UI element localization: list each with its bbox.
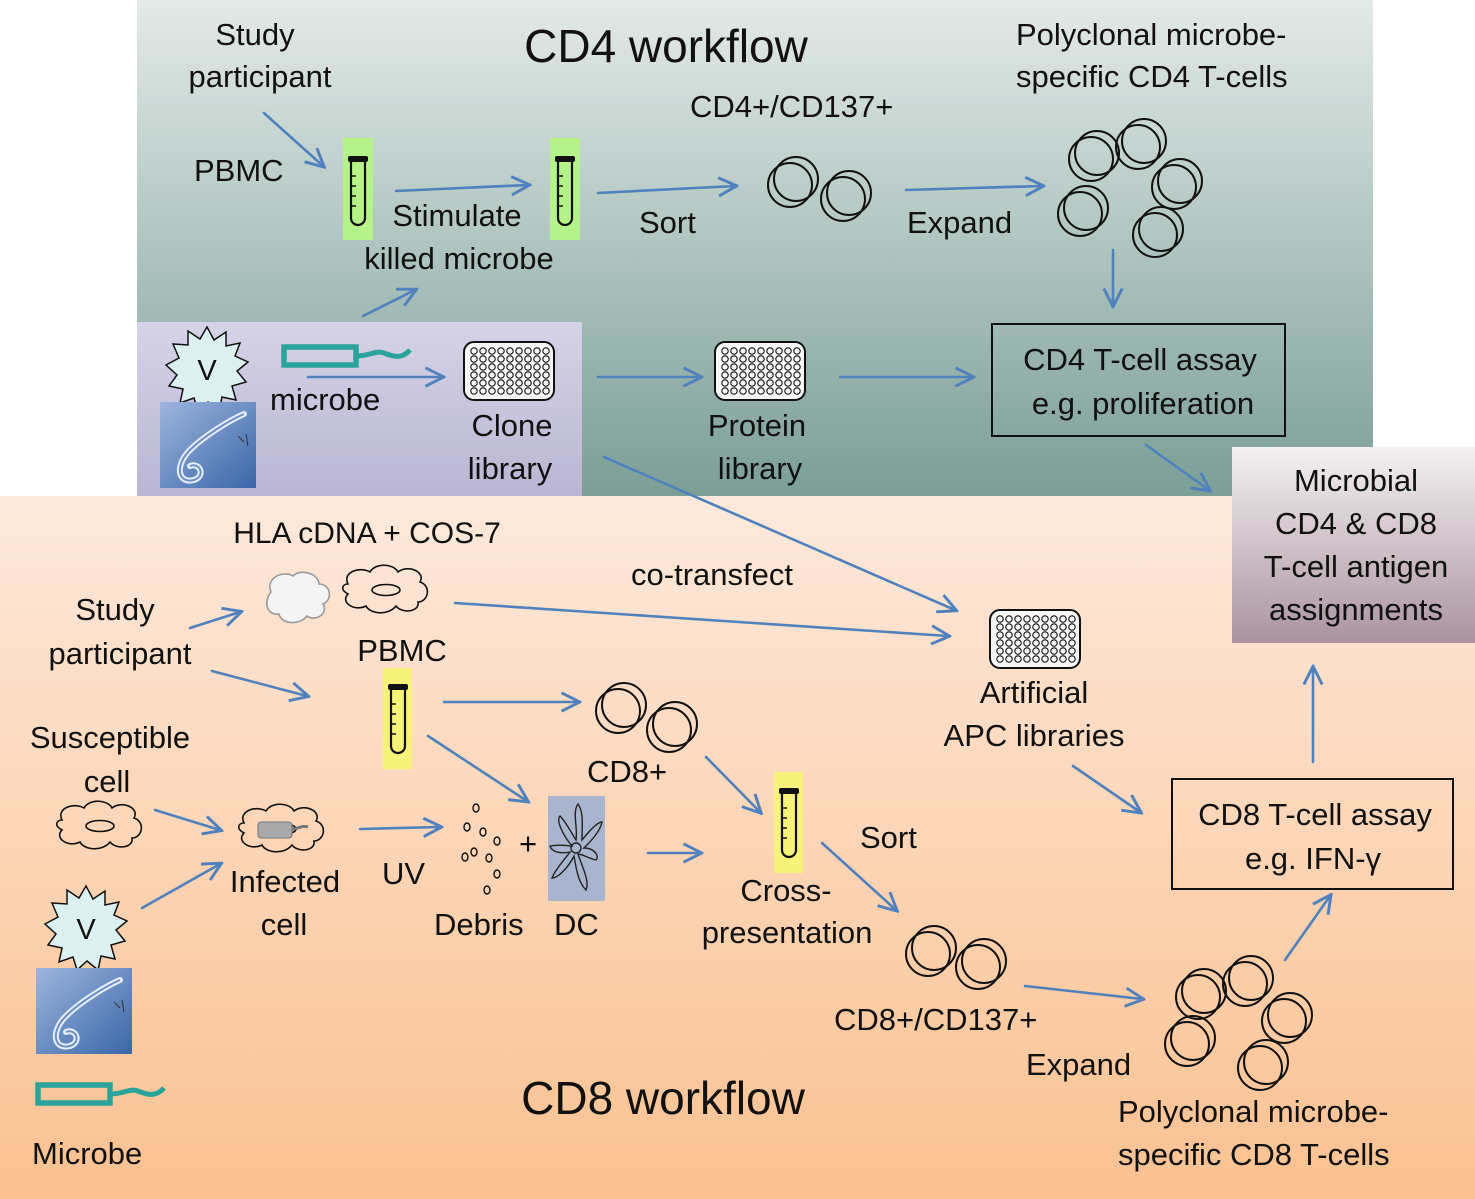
hla-cdna-icon [266, 571, 331, 624]
apc-library-plate-icon [989, 609, 1081, 669]
stimulate-label-line2: killed microbe [364, 241, 554, 276]
arrow-microbe-to-infected [140, 864, 220, 910]
clone-library-label-line1: Clone [471, 408, 553, 443]
infected-cell-label-line2: cell [260, 907, 308, 942]
arrow-participant-to-pbmc [262, 111, 323, 166]
cd8-workflow-panel [0, 496, 1475, 1199]
cd4-tube-glow-1 [343, 138, 373, 240]
worm-icon [160, 402, 256, 488]
dendritic-cell-icon [549, 802, 603, 892]
cd8-expand-label: Expand [1026, 1047, 1132, 1082]
result-label-line3: T-cell antigen [1263, 549, 1449, 584]
result-panel [1232, 447, 1475, 643]
cd4-expand-label: Expand [907, 205, 1013, 240]
result-label-line4: assignments [1268, 592, 1444, 627]
infected-cell-label-line1: Infected [229, 864, 341, 899]
clone-library-plate-icon [463, 341, 555, 401]
arrow-cd4-assay-to-result [1144, 443, 1209, 490]
debris-label: Debris [434, 907, 524, 942]
arrow-sort-cd4 [596, 186, 735, 193]
cd4-assay-label-line1: CD4 T-cell assay [1023, 342, 1257, 377]
cd8-plus-label: CD8+ [587, 754, 668, 789]
hla-cos7-label: HLA cDNA + COS-7 [233, 517, 501, 550]
arrow-library-to-stimulate [361, 290, 415, 318]
dc-panel [548, 796, 605, 901]
arrow-uv [358, 827, 440, 829]
debris-icon [461, 803, 501, 895]
worm-icon [36, 968, 132, 1054]
infected-microbe-icon [257, 821, 293, 839]
arrow-stimulate [394, 185, 528, 191]
cd4-study-label-line1: Study [215, 17, 295, 52]
cd8-marker-label: CD8+/CD137+ [834, 1002, 1038, 1037]
susceptible-cell-label-line1: Susceptible [29, 720, 191, 755]
cd4-tube-glow-2 [550, 138, 580, 240]
cd4-sort-label: Sort [639, 205, 696, 240]
arrow-participant-to-pbmc-cd8 [210, 669, 307, 696]
cd4-assay-box [991, 323, 1286, 437]
result-label-line1: Microbial [1293, 463, 1419, 498]
apc-libraries-label-line1: Artificial [979, 675, 1089, 710]
uv-label: UV [382, 856, 426, 891]
cotransfect-label: co-transfect [631, 557, 793, 592]
cd4-workflow-title: CD4 workflow [524, 20, 808, 72]
stimulate-label-line1: Stimulate [392, 198, 522, 233]
cd8-workflow-title: CD8 workflow [521, 1072, 805, 1124]
cd8-pbmc-label: PBMC [357, 633, 447, 668]
arrow-to-cd8-assay [1283, 896, 1330, 962]
protein-library-label-line2: library [717, 451, 803, 486]
susceptible-cell-label-line2: cell [83, 764, 131, 799]
arrow-sort-cd8 [820, 841, 896, 910]
cd8-microbe-label: Microbe [32, 1136, 143, 1171]
cd8-sort-label: Sort [860, 820, 917, 855]
flow-arrows [140, 111, 1330, 999]
arrow-pbmc-to-dc [426, 734, 527, 801]
cd8-polyclonal-label-line2: specific CD8 T-cells [1118, 1137, 1390, 1172]
cross-presentation-label-line1: Cross- [740, 873, 832, 908]
protein-library-plate-icon [714, 341, 806, 401]
cd4-pbmc-label: PBMC [194, 153, 284, 188]
protein-library-label-line1: Protein [707, 408, 807, 443]
arrow-clone-to-apc [602, 455, 955, 610]
cd8-study-label-line2: participant [48, 636, 192, 671]
result-label-line2: CD4 & CD8 [1275, 506, 1437, 541]
arrow-susceptible-to-infected [153, 808, 220, 830]
arrow-expand-cd4 [904, 186, 1042, 190]
arrow-cotransfect [453, 601, 948, 636]
cd8-assay-label-line2: e.g. IFN-γ [1244, 841, 1382, 876]
arrow-cd8-to-cross [704, 755, 760, 812]
apc-libraries-label-line2: APC libraries [943, 718, 1125, 753]
cd4-marker-label: CD4+/CD137+ [690, 89, 894, 124]
cd4-polyclonal-label-line1: Polyclonal microbe- [1016, 17, 1287, 52]
arrow-apc-to-cd8-assay [1071, 764, 1140, 812]
cd8-polyclonal-label-line1: Polyclonal microbe- [1118, 1094, 1389, 1129]
arrow-participant-to-hla [188, 612, 240, 630]
cd4-polyclonal-label-line2: specific CD4 T-cells [1016, 59, 1288, 94]
plus-label: + [519, 826, 538, 861]
arrow-expand-cd8 [1023, 984, 1142, 999]
cd4-assay-label-line2: e.g. proliferation [1031, 386, 1255, 421]
cross-presentation-label-line2: presentation [701, 915, 873, 950]
cd8-assay-label-line1: CD8 T-cell assay [1198, 797, 1432, 832]
cd4-study-label-line2: participant [188, 59, 332, 94]
microbe-label: microbe [270, 382, 381, 417]
cd8-assay-box [1171, 778, 1454, 890]
clone-library-label-line2: library [467, 451, 553, 486]
dc-label: DC [554, 907, 599, 942]
cd8-study-label-line1: Study [75, 592, 155, 627]
